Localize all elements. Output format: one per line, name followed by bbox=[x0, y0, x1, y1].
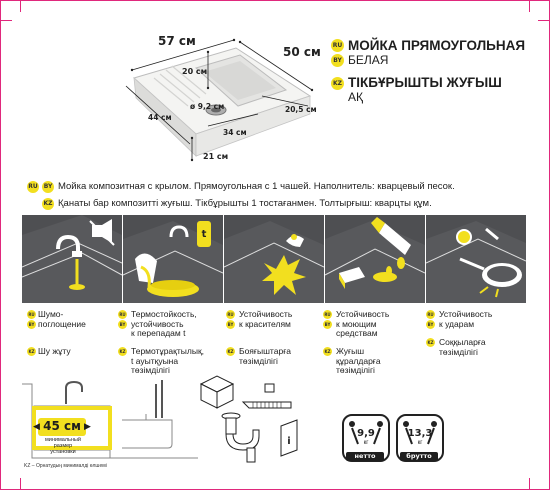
dimension-height: 21 см bbox=[203, 152, 229, 161]
feature-caption-ru: Термостойкость, устойчивость к перепадам… bbox=[131, 309, 197, 338]
kz-badge: KZ bbox=[331, 77, 344, 90]
kz-badge: KZ bbox=[27, 347, 36, 356]
install-min-caption: минимальный размер установки bbox=[45, 437, 81, 455]
title-ru-color: БЕЛАЯ bbox=[348, 53, 389, 67]
dimension-depth: 50 см bbox=[283, 45, 321, 59]
ru-badge: RU bbox=[118, 310, 127, 319]
carry-box-icon bbox=[403, 421, 437, 445]
gross-weight-label: брутто bbox=[400, 452, 438, 461]
kz-badge: KZ bbox=[426, 338, 435, 347]
feature-panel-impact bbox=[426, 215, 526, 303]
by-badge: BY bbox=[426, 320, 435, 329]
gross-weight-unit: кг bbox=[417, 440, 423, 446]
title-kz: ТІКБҰРЫШТЫ ЖУҒЫШ bbox=[348, 75, 502, 90]
install-kz-note: KZ – Орнатудың минималді өлшемі bbox=[24, 463, 107, 469]
crop-mark-br bbox=[529, 478, 530, 490]
crop-mark-tl bbox=[20, 0, 21, 12]
feature-panel-dye bbox=[224, 215, 324, 303]
kz-badge: KZ bbox=[323, 347, 332, 356]
kz-badge: KZ bbox=[226, 347, 235, 356]
ru-badge: RU bbox=[27, 310, 36, 319]
svg-text:i: i bbox=[287, 436, 290, 447]
feature-caption-ru: Устойчивость к моющим средствам bbox=[336, 309, 390, 338]
arrow-left-icon: ◀ bbox=[33, 421, 40, 431]
svg-text:t: t bbox=[202, 229, 207, 240]
crop-mark-top bbox=[0, 0, 550, 1]
by-badge: BY bbox=[27, 320, 36, 329]
feature-caption-kz: Шу жұту bbox=[38, 346, 71, 356]
ru-badge: RU bbox=[331, 39, 344, 52]
description-ru: Мойка композитная с крылом. Прямоугольна… bbox=[58, 181, 455, 192]
net-weight-unit: кг bbox=[363, 440, 369, 446]
crop-mark-left bbox=[0, 0, 1, 490]
ru-badge: RU bbox=[426, 310, 435, 319]
installation-diagram bbox=[22, 380, 198, 459]
dimension-bowl-length-left: 44 см bbox=[148, 113, 172, 122]
frying-pan-icon bbox=[426, 221, 526, 303]
install-size-box bbox=[38, 418, 86, 436]
arrow-right-icon: ▶ bbox=[84, 421, 91, 431]
gross-weight-value: 13,3 bbox=[407, 428, 433, 439]
description-kz: Қанаты бар композитті жуғыш. Тікбұрышты … bbox=[58, 198, 432, 209]
feature-caption-kz: Соққыларға төзімділігі bbox=[439, 337, 486, 357]
install-min-size: 45 см bbox=[43, 419, 81, 433]
feature-panel-noise bbox=[22, 215, 122, 303]
ru-badge: RU bbox=[323, 310, 332, 319]
by-badge: BY bbox=[118, 320, 127, 329]
dye-splash-icon bbox=[224, 221, 324, 303]
crop-mark-tr bbox=[529, 0, 530, 12]
feature-panel-detergent bbox=[325, 215, 425, 303]
feature-caption-kz: Термотұрақтылық, t ауытқуына төзімділігі bbox=[131, 346, 205, 375]
ru-badge: RU bbox=[226, 310, 235, 319]
crop-mark-bl bbox=[20, 478, 21, 490]
dimension-bowl-width: 20,5 см bbox=[285, 105, 317, 114]
noise-absorption-icon bbox=[22, 215, 122, 303]
dimension-bowl-length: 34 см bbox=[223, 128, 247, 137]
dimension-drain: ø 9,2 см bbox=[190, 102, 225, 111]
title-ru: МОЙКА ПРЯМОУГОЛЬНАЯ bbox=[348, 38, 526, 53]
kz-badge: KZ bbox=[42, 198, 54, 210]
feature-caption-kz: Жуғыш құралдарға төзімділігі bbox=[336, 346, 381, 375]
feature-caption-kz: Бояғыштарға төзімділігі bbox=[239, 346, 292, 366]
feature-caption-ru: Устойчивость к красителям bbox=[239, 309, 293, 329]
dimension-width: 57 см bbox=[158, 34, 196, 48]
by-badge: BY bbox=[331, 54, 344, 67]
net-weight-value: 9,9 bbox=[357, 428, 375, 439]
feature-caption-ru: Устойчивость к ударам bbox=[439, 309, 493, 329]
ru-badge: RU bbox=[27, 181, 39, 193]
title-kz-color: АҚ bbox=[348, 90, 363, 104]
carry-box-icon bbox=[349, 421, 383, 445]
dimension-bowl-depth: 20 см bbox=[182, 67, 208, 76]
crop-mark-tr2 bbox=[538, 20, 550, 21]
feature-caption-ru: Шумо- поглощение bbox=[38, 309, 86, 329]
net-weight-label: нетто bbox=[346, 452, 384, 461]
by-badge: BY bbox=[226, 320, 235, 329]
feature-panel-heat: t bbox=[123, 215, 223, 303]
kz-badge: KZ bbox=[118, 347, 127, 356]
by-badge: BY bbox=[323, 320, 332, 329]
thermometer-icon: t bbox=[123, 221, 223, 303]
sink-illustration bbox=[125, 38, 314, 162]
by-badge: BY bbox=[42, 181, 54, 193]
crop-mark-tl2 bbox=[0, 20, 12, 21]
siphon-kit-drawing: i bbox=[199, 375, 298, 463]
detergent-bottle-icon bbox=[325, 217, 425, 303]
